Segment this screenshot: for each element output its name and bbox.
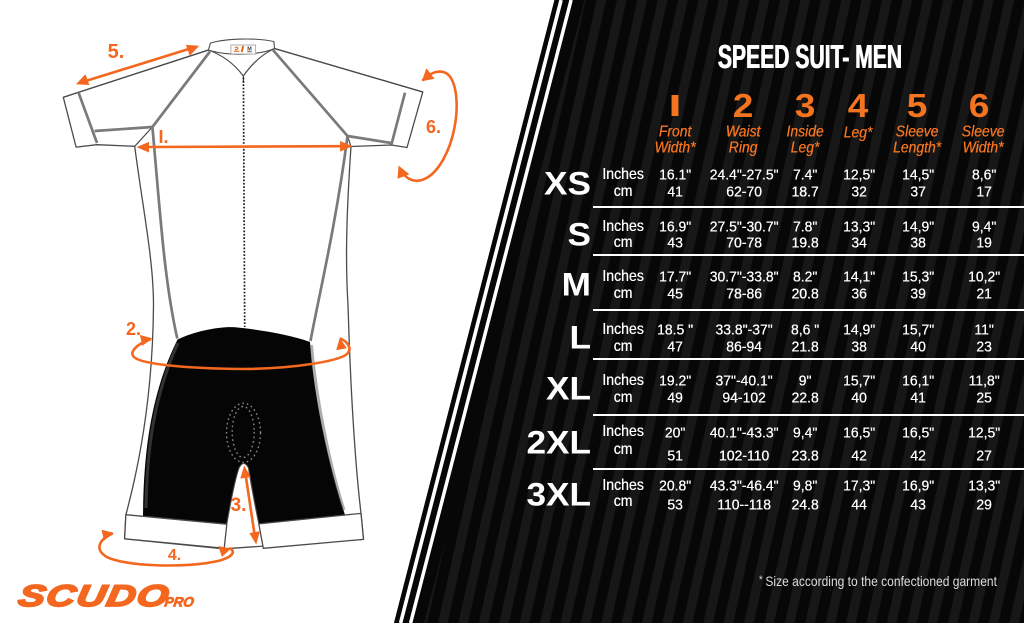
svg-text:I.: I. <box>158 127 168 147</box>
svg-text:5.: 5. <box>108 41 125 63</box>
svg-text:2.: 2. <box>126 319 141 339</box>
svg-text:PRO: PRO <box>164 595 196 610</box>
svg-text:SCUDO: SCUDO <box>16 579 173 613</box>
svg-text:3.: 3. <box>231 495 247 516</box>
svg-text:6.: 6. <box>426 117 441 137</box>
svg-text:M: M <box>247 47 252 53</box>
svg-text:4.: 4. <box>168 547 181 564</box>
